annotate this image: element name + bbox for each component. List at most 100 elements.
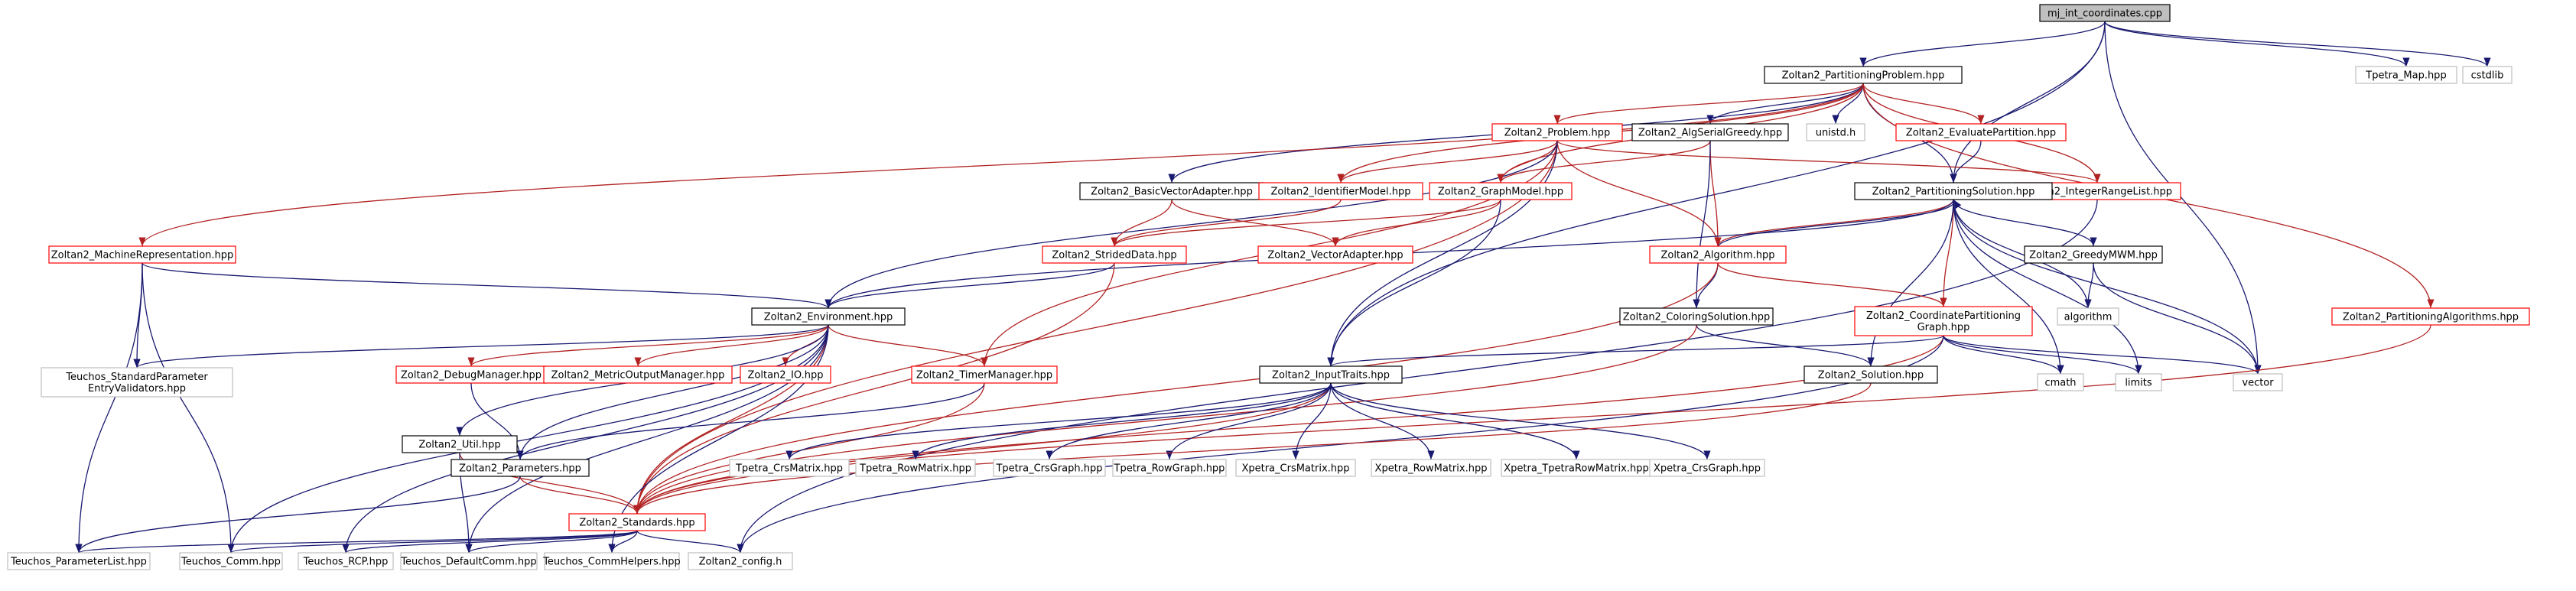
node-label: cmath xyxy=(2044,378,2076,389)
node-box xyxy=(1619,307,1774,326)
edge-root-to-it xyxy=(1327,21,2106,367)
node-label: Zoltan2_StridedData.hpp xyxy=(1052,250,1176,261)
node-box xyxy=(2233,373,2283,391)
edge-prob-to-idm xyxy=(1337,140,1558,183)
node-teuchos-defaultcomm-hpp: Teuchos_DefaultComm.hpp xyxy=(400,552,538,570)
node-xpetra-tpetrarowmatrix-hpp: Xpetra_TpetraRowMatrix.hpp xyxy=(1501,459,1652,477)
edge-std-to-tdc xyxy=(465,530,638,554)
node-tpetra-map-hpp: Tpetra_Map.hpp xyxy=(2355,66,2457,84)
node-zoltan2-inputtraits-hpp[interactable]: Zoltan2_InputTraits.hpp xyxy=(1259,365,1403,384)
node-zoltan2-parameters-hpp[interactable]: Zoltan2_Parameters.hpp xyxy=(450,459,590,477)
node-zoltan2-basicvectoradapter-hpp[interactable]: Zoltan2_BasicVectorAdapter.hpp xyxy=(1079,182,1264,200)
node-label: Zoltan2_AlgSerialGreedy.hpp xyxy=(1638,128,1782,139)
node-label: Zoltan2_MetricOutputManager.hpp xyxy=(551,370,725,382)
edge-std-to-tpl xyxy=(75,530,638,554)
node-label: Zoltan2_config.h xyxy=(699,557,782,568)
node-label: Zoltan2_Algorithm.hpp xyxy=(1660,250,1774,261)
node-zoltan2-algserialgreedy-hpp[interactable]: Zoltan2_AlgSerialGreedy.hpp xyxy=(1631,123,1789,141)
edge-env-to-tspev xyxy=(133,324,829,369)
node-label: algorithm xyxy=(2064,312,2113,323)
node-tpetra-rowmatrix-hpp: Tpetra_RowMatrix.hpp xyxy=(855,459,976,477)
node-teuchos-rcp-hpp: Teuchos_RCP.hpp xyxy=(298,552,394,570)
edge-alg-to-cs xyxy=(1693,262,1719,309)
node-label: Zoltan2_IntegerRangeList.hpp xyxy=(2022,187,2172,198)
edge-mr-to-tpl xyxy=(75,262,143,554)
edge-cs-to-sol xyxy=(1696,324,1875,367)
node-zoltan2-io-hpp[interactable]: Zoltan2_IO.hpp xyxy=(740,365,831,384)
node-tpetra-rowgraph-hpp: Tpetra_RowGraph.hpp xyxy=(1112,459,1227,477)
node-box xyxy=(298,552,394,570)
edge-env-to-tcomm xyxy=(227,324,829,554)
node-box xyxy=(543,365,733,384)
node-label: Zoltan2_CoordinatePartitioning xyxy=(1866,310,2021,322)
node-vector: vector xyxy=(2233,373,2283,391)
node-label: Teuchos_Comm.hpp xyxy=(181,557,281,568)
node-label: Tpetra_CrsMatrix.hpp xyxy=(735,463,843,475)
node-label: Zoltan2_GreedyMWM.hpp xyxy=(2029,250,2158,261)
node-zoltan2-vectoradapter-hpp[interactable]: Zoltan2_VectorAdapter.hpp xyxy=(1257,245,1413,264)
edge-std-to-trcp xyxy=(342,530,638,554)
edge-idm-to-sd xyxy=(1111,199,1342,247)
node-zoltan2-partitioningproblem-hpp[interactable]: Zoltan2_PartitioningProblem.hpp xyxy=(1764,66,1963,84)
node-zoltan2-solution-hpp[interactable]: Zoltan2_Solution.hpp xyxy=(1804,365,1938,384)
node-zoltan2-graphmodel-hpp[interactable]: Zoltan2_GraphModel.hpp xyxy=(1429,182,1573,200)
edge-pp-to-unistd xyxy=(1832,83,1864,125)
node-zoltan2-util-hpp[interactable]: Zoltan2_Util.hpp xyxy=(402,435,518,453)
edge-env-to-std xyxy=(633,324,829,515)
node-zoltan2-config-h: Zoltan2_config.h xyxy=(688,552,793,570)
node-box xyxy=(568,513,706,531)
node-zoltan2-debugmanager-hpp[interactable]: Zoltan2_DebugManager.hpp xyxy=(395,365,547,384)
node-zoltan2-evaluatepartition-hpp[interactable]: Zoltan2_EvaluatePartition.hpp xyxy=(1895,123,2067,141)
edge-gm-to-sd xyxy=(1111,199,1501,247)
node-box xyxy=(1804,365,1938,384)
node-unistd-h: unistd.h xyxy=(1806,123,1865,141)
node-label: Zoltan2_Util.hpp xyxy=(418,440,500,451)
node-zoltan2-metricoutputmanager-hpp[interactable]: Zoltan2_MetricOutputManager.hpp xyxy=(543,365,733,384)
node-zoltan2-environment-hpp[interactable]: Zoltan2_Environment.hpp xyxy=(751,307,906,326)
node-zoltan2-partitioningsolution-hpp[interactable]: Zoltan2_PartitioningSolution.hpp xyxy=(1854,182,2053,200)
node-zoltan2-problem-hpp[interactable]: Zoltan2_Problem.hpp xyxy=(1491,123,1623,141)
edge-asg-to-cs xyxy=(1693,140,1711,309)
node-zoltan2-identifiermodel-hpp[interactable]: Zoltan2_IdentifierModel.hpp xyxy=(1258,182,1423,200)
edge-gm-to-va xyxy=(1332,199,1501,247)
node-tpetra-crsmatrix-hpp: Tpetra_CrsMatrix.hpp xyxy=(729,459,850,477)
node-label: Zoltan2_IdentifierModel.hpp xyxy=(1270,187,1410,198)
node-label: Zoltan2_IO.hpp xyxy=(748,370,824,382)
node-zoltan2-timermanager-hpp[interactable]: Zoltan2_TimerManager.hpp xyxy=(911,365,1058,384)
node-box xyxy=(400,552,538,570)
node-zoltan2-coloringsolution-hpp[interactable]: Zoltan2_ColoringSolution.hpp xyxy=(1619,307,1774,326)
edge-gm-to-it xyxy=(1327,199,1501,367)
node-box xyxy=(544,552,680,570)
node-zoltan2-partitioningalgorithms-hpp[interactable]: Zoltan2_PartitioningAlgorithms.hpp xyxy=(2331,307,2530,326)
node-label: Zoltan2_Parameters.hpp xyxy=(459,463,581,475)
node-zoltan2-integerrangelist-hpp[interactable]: Zoltan2_IntegerRangeList.hpp xyxy=(2013,182,2181,200)
edge-it-to-tprowg xyxy=(1166,382,1332,460)
edge-cs-to-std xyxy=(633,324,1697,515)
edge-std-to-cfg xyxy=(636,530,744,554)
edge-pp-to-evalp xyxy=(1862,83,1985,125)
node-label: Teuchos_ParameterList.hpp xyxy=(10,557,147,568)
node-box xyxy=(1112,459,1227,477)
node-limits: limits xyxy=(2115,373,2162,391)
node-label: Zoltan2_Problem.hpp xyxy=(1504,128,1611,139)
node-zoltan2-machinerepresentation-hpp[interactable]: Zoltan2_MachineRepresentation.hpp xyxy=(48,245,236,264)
edge-root-to-cstdlib xyxy=(2104,21,2491,67)
node-zoltan2-strideddata-hpp[interactable]: Zoltan2_StridedData.hpp xyxy=(1042,245,1187,264)
node-box xyxy=(179,552,283,570)
node-algorithm: algorithm xyxy=(2057,307,2119,326)
edge-it-to-std xyxy=(633,382,1332,515)
node-zoltan2-greedymwm-hpp[interactable]: Zoltan2_GreedyMWM.hpp xyxy=(2024,245,2163,264)
edge-alg-to-cpg xyxy=(1717,262,1947,307)
edge-it-to-xprowm xyxy=(1330,382,1435,460)
node-label: Xpetra_CrsGraph.hpp xyxy=(1654,463,1761,475)
node-box xyxy=(2462,66,2513,84)
node-zoltan2-algorithm-hpp[interactable]: Zoltan2_Algorithm.hpp xyxy=(1649,245,1787,264)
edge-sd-to-std xyxy=(633,262,1115,515)
node-zoltan2-standards-hpp[interactable]: Zoltan2_Standards.hpp xyxy=(568,513,706,531)
node-box xyxy=(1649,459,1765,477)
node-box xyxy=(1042,245,1187,264)
node-label: Zoltan2_InputTraits.hpp xyxy=(1272,370,1390,382)
node-box xyxy=(2355,66,2457,84)
